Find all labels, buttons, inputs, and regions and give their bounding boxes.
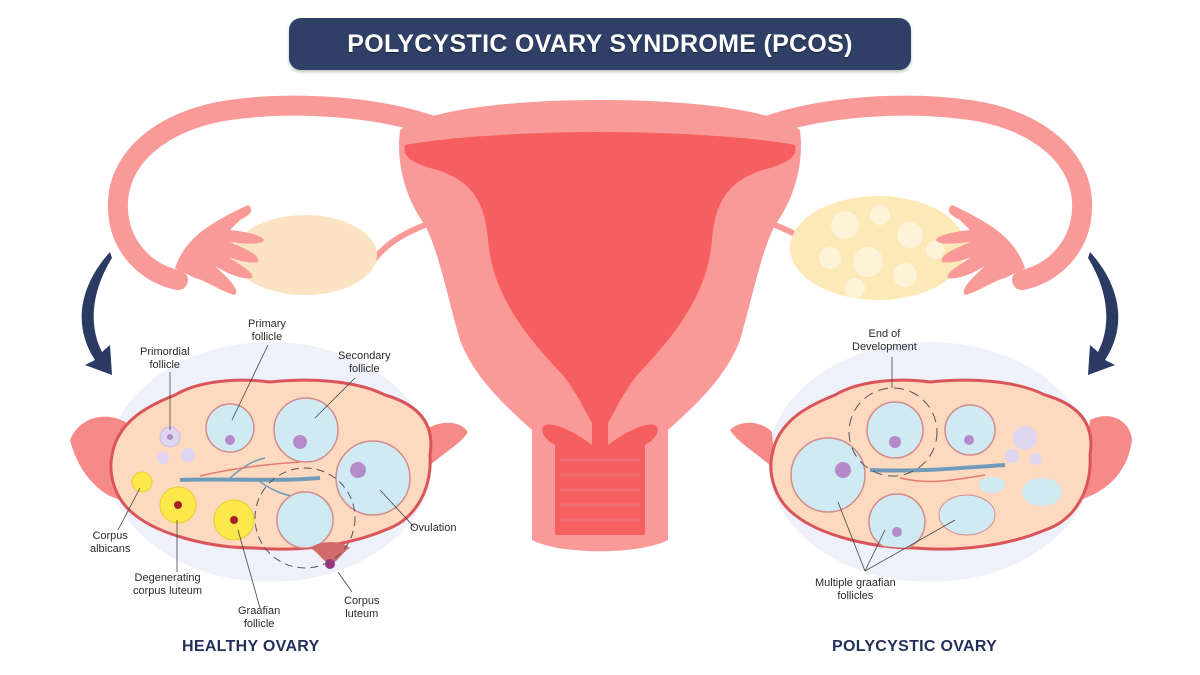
- right-ovary-small: [790, 196, 1025, 300]
- label-line: follicle: [243, 618, 275, 630]
- label-line: corpus luteum: [133, 585, 203, 597]
- left-ovary-small: [175, 205, 377, 295]
- label-line: End of: [868, 328, 901, 340]
- label-line: follicle: [349, 363, 380, 375]
- page-title: POLYCYSTIC OVARY SYNDROME (PCOS): [347, 29, 853, 58]
- label-primary-follicle: Primary follicle: [248, 318, 286, 344]
- label-corpus-albicans: Corpus albicans: [90, 530, 130, 556]
- label-line: Primary: [248, 318, 286, 330]
- label-primordial-follicle: Primordial follicle: [140, 346, 190, 372]
- right-fallopian-tube: [760, 95, 1093, 290]
- label-line: follicles: [837, 590, 874, 602]
- label-line: luteum: [345, 608, 379, 620]
- label-line: Development: [852, 341, 917, 353]
- left-fallopian-tube: [107, 95, 440, 290]
- label-line: follicle: [251, 331, 283, 343]
- label-line: Secondary: [338, 350, 391, 362]
- right-arrow-icon: [1088, 252, 1119, 375]
- label-line: follicle: [149, 359, 181, 371]
- label-degenerating-corpus-luteum: Degenerating corpus luteum: [133, 572, 202, 598]
- label-line: Multiple graafian: [815, 577, 896, 589]
- left-arrow-icon: [81, 252, 112, 375]
- label-line: Degenerating: [134, 572, 201, 584]
- label-corpus-luteum: Corpus luteum: [344, 595, 379, 621]
- label-line: Primordial: [140, 346, 190, 358]
- label-multiple-graafian-follicles: Multiple graafian follicles: [815, 577, 896, 603]
- title-banner: POLYCYSTIC OVARY SYNDROME (PCOS): [289, 18, 911, 70]
- caption-polycystic-ovary: POLYCYSTIC OVARY: [832, 638, 998, 655]
- caption-healthy-ovary: HEALTHY OVARY: [182, 638, 320, 655]
- label-line: Graafian: [238, 605, 281, 617]
- label-line: Corpus: [92, 530, 128, 542]
- healthy-ovary-detail: [70, 342, 468, 609]
- polycystic-ovary-detail: [730, 342, 1132, 582]
- label-end-of-development: End of Development: [852, 328, 917, 354]
- label-line: Ovulation: [410, 522, 457, 534]
- label-line: albicans: [90, 543, 131, 555]
- label-line: Corpus: [344, 595, 380, 607]
- label-secondary-follicle: Secondary follicle: [338, 350, 391, 376]
- label-ovulation: Ovulation: [410, 522, 456, 535]
- uterus: [107, 95, 1093, 552]
- label-graafian-follicle: Graafian follicle: [238, 605, 280, 631]
